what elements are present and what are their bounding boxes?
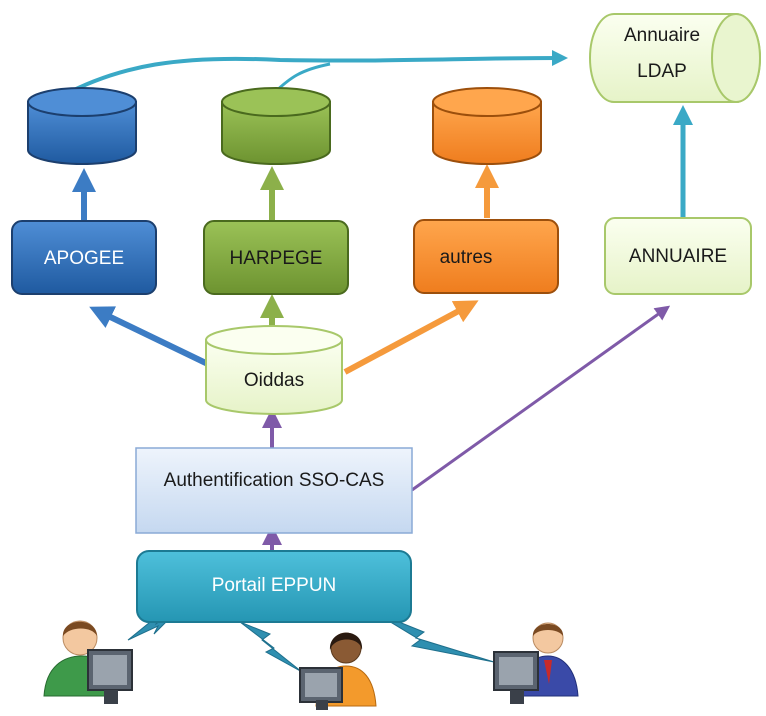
autres-database: [432, 87, 542, 165]
auth-sso-cas-box: Authentification SSO-CAS: [135, 447, 413, 534]
wireless-link-center: [239, 621, 303, 673]
apogee-box: APOGEE: [11, 220, 157, 295]
ldap-directory: Annuaire LDAP: [589, 13, 761, 103]
portail-label: Portail EPPUN: [212, 575, 337, 596]
apogee-label: APOGEE: [44, 248, 124, 269]
autres-box: autres: [413, 219, 559, 294]
oiddas-database: Oiddas: [205, 325, 343, 415]
apogee-database: [27, 87, 137, 165]
oiddas-to-autres-arrow: [343, 300, 479, 375]
ldap-label-line1: Annuaire: [624, 25, 700, 46]
annuaire-box: ANNUAIRE: [604, 217, 752, 295]
portail-eppun-box: Portail EPPUN: [136, 550, 412, 623]
user-computer-icon: [493, 622, 579, 704]
annuaire-label: ANNUAIRE: [629, 246, 727, 267]
connectors: [61, 50, 693, 673]
auth-to-annuaire-arrow: [411, 305, 671, 492]
harpege-box: HARPEGE: [203, 220, 349, 295]
user-computer-icon: [43, 620, 133, 704]
auth-label: Authentification SSO-CAS: [164, 470, 385, 491]
user-computer-icon: [299, 632, 377, 710]
harpege-database: [221, 87, 331, 165]
autres-label: autres: [440, 247, 493, 268]
oiddas-to-apogee-arrow: [89, 306, 214, 369]
harpege-label: HARPEGE: [230, 248, 323, 269]
oiddas-label: Oiddas: [244, 370, 304, 391]
sync-to-ldap-arrow: [61, 50, 568, 98]
ldap-label-line2: LDAP: [637, 61, 687, 82]
